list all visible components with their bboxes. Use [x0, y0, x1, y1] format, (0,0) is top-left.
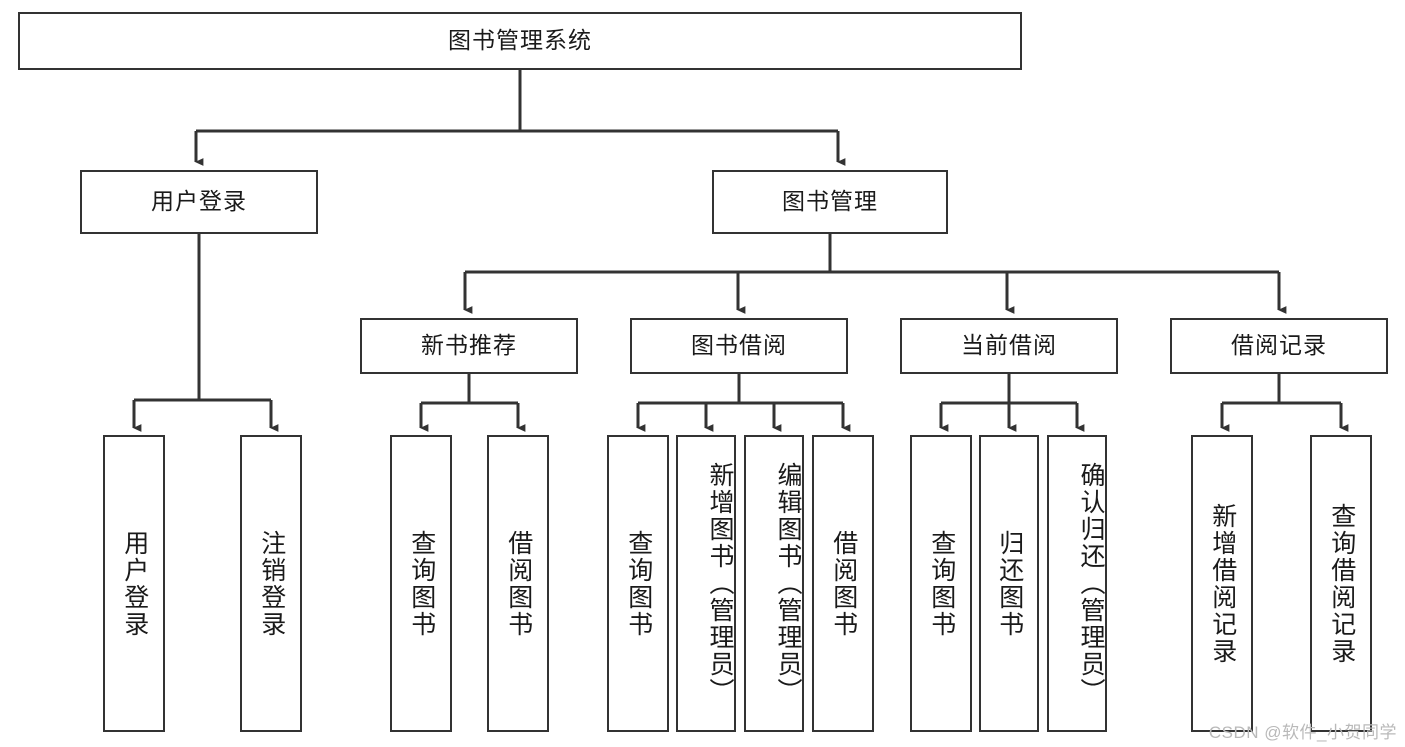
- node-current-borrowing[interactable]: 当前借阅: [900, 318, 1118, 374]
- leaf-book-borrow-borrow-books[interactable]: 借阅图书: [812, 435, 874, 732]
- leaf-borrow-record-add-record[interactable]: 新增借阅记录: [1191, 435, 1253, 732]
- leaf-user-login-login[interactable]: 用户登录: [103, 435, 165, 732]
- leaf-user-login-logout[interactable]: 注销登录: [240, 435, 302, 732]
- node-user-login[interactable]: 用户登录: [80, 170, 318, 234]
- node-new-book-recommendation[interactable]: 新书推荐: [360, 318, 578, 374]
- node-root-library-management-system[interactable]: 图书管理系统: [18, 12, 1022, 70]
- leaf-book-borrow-add-book-admin[interactable]: 新增图书（管理员）: [676, 435, 736, 732]
- node-book-management[interactable]: 图书管理: [712, 170, 948, 234]
- leaf-current-borrow-query-books[interactable]: 查询图书: [910, 435, 972, 732]
- leaf-current-borrow-return-books[interactable]: 归还图书: [979, 435, 1039, 732]
- edge-currentborrow-to-leaves: [939, 374, 1085, 432]
- leaf-borrow-record-query-record[interactable]: 查询借阅记录: [1310, 435, 1372, 732]
- edge-bookmgmt-to-level3: [463, 234, 1287, 314]
- leaf-new-book-borrow-books[interactable]: 借阅图书: [487, 435, 549, 732]
- edge-userlogin-to-leaves: [132, 234, 279, 432]
- leaf-book-borrow-edit-book-admin[interactable]: 编辑图书（管理员）: [744, 435, 804, 732]
- node-book-borrowing[interactable]: 图书借阅: [630, 318, 848, 374]
- leaf-book-borrow-query-books[interactable]: 查询图书: [607, 435, 669, 732]
- csdn-watermark: CSDN @软件_小贺同学: [1208, 723, 1397, 742]
- leaf-current-borrow-confirm-return-admin[interactable]: 确认归还（管理员）: [1047, 435, 1107, 732]
- edge-root-to-level2: [194, 70, 846, 166]
- edge-bookborrow-to-leaves: [636, 374, 851, 432]
- leaf-new-book-query-books[interactable]: 查询图书: [390, 435, 452, 732]
- edge-newbook-to-leaves: [419, 374, 526, 432]
- edge-borrowrecord-to-leaves: [1220, 374, 1349, 432]
- node-borrowing-records[interactable]: 借阅记录: [1170, 318, 1388, 374]
